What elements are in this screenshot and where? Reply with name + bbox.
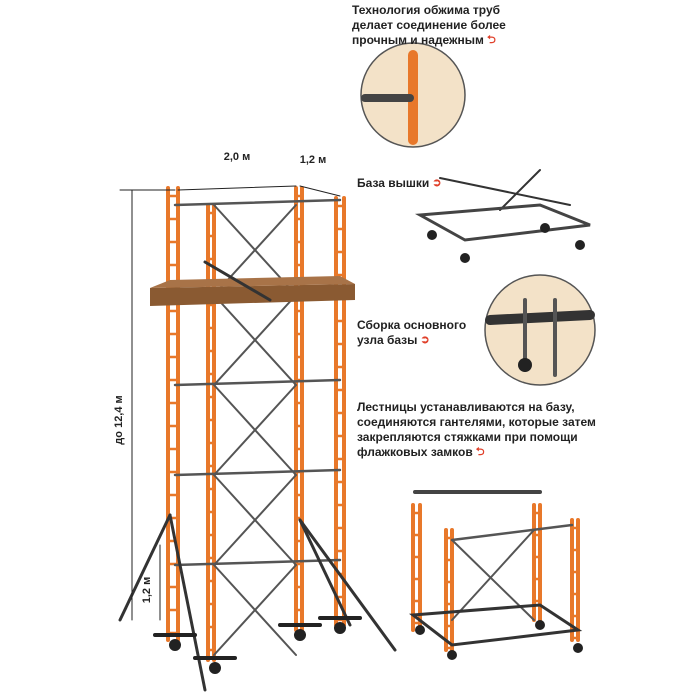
tower-base-frame (414, 203, 591, 242)
caption-line: флажковых замков (357, 445, 473, 459)
horizontal-brace (173, 468, 342, 477)
arrow-icon: ➲ (432, 177, 442, 189)
caption-ladders: Лестницы устанавливаются на базу, соедин… (357, 400, 596, 460)
base-assembly-inset (484, 274, 596, 386)
arrow-icon: ➲ (420, 334, 430, 346)
caster-wheel (575, 240, 585, 250)
caption-assembly: Сборка основного узла базы➲ (357, 318, 466, 348)
diagonal-brace (451, 529, 535, 621)
horizontal-brace (173, 558, 342, 567)
dimension-label-step: 1,2 м (141, 577, 153, 604)
diagonal-brace (213, 294, 297, 386)
caption-line: База вышки (357, 176, 430, 190)
arrow-icon: ⮌ (475, 446, 485, 458)
caster-wheel (540, 223, 550, 233)
caption-line: делает соединение более (352, 18, 506, 32)
horizontal-brace (173, 198, 342, 207)
dimension-label-height: до 12,4 м (113, 395, 125, 444)
outrigger (298, 518, 397, 652)
horizontal-brace (173, 378, 342, 387)
caption-line: прочным и надежным (352, 33, 484, 47)
dimension-label-length: 2,0 м (224, 151, 251, 163)
caster-wheel (460, 253, 470, 263)
caption-line: Технология обжима труб (352, 3, 501, 17)
caption-line: Лестницы устанавливаются на базу, (357, 400, 575, 414)
hatch-ladder (203, 260, 272, 302)
caster-wheel (169, 639, 181, 651)
outrigger (298, 518, 352, 627)
caption-crimping: Технология обжима труб делает соединение… (352, 3, 506, 48)
caster-wheel (573, 643, 583, 653)
small-base-frame (408, 603, 583, 647)
caption-line: соединяются гантелями, которые затем (357, 415, 596, 429)
caption-line: Сборка основного (357, 318, 467, 332)
outrigger (168, 513, 207, 692)
diagonal-brace (213, 474, 297, 566)
arrow-icon: ⮌ (486, 34, 496, 46)
caster-wheel (334, 622, 346, 634)
base-crossbar (439, 177, 571, 206)
caster-wheel (294, 629, 306, 641)
base-beam (485, 310, 595, 325)
diagonal-brace (213, 384, 297, 476)
caster-wheel (535, 620, 545, 630)
caption-base: База вышки➲ (357, 176, 442, 191)
platform (150, 284, 355, 306)
dimension-line (177, 185, 297, 191)
caster-wheel (518, 358, 532, 372)
outrigger (118, 513, 172, 622)
platform-top (150, 276, 355, 288)
caster-wheel (427, 230, 437, 240)
horizontal-brace (450, 523, 574, 542)
caster-wheel (415, 625, 425, 635)
dimension-label-width: 1,2 м (300, 154, 327, 166)
caption-line: закрепляются стяжками при помощи (357, 430, 578, 444)
caster-wheel (447, 650, 457, 660)
base-crossbar (499, 169, 541, 211)
caption-line: узла базы (357, 333, 418, 347)
diagonal-brace (213, 564, 297, 656)
dimension-line (299, 185, 341, 197)
caster-wheel (209, 662, 221, 674)
